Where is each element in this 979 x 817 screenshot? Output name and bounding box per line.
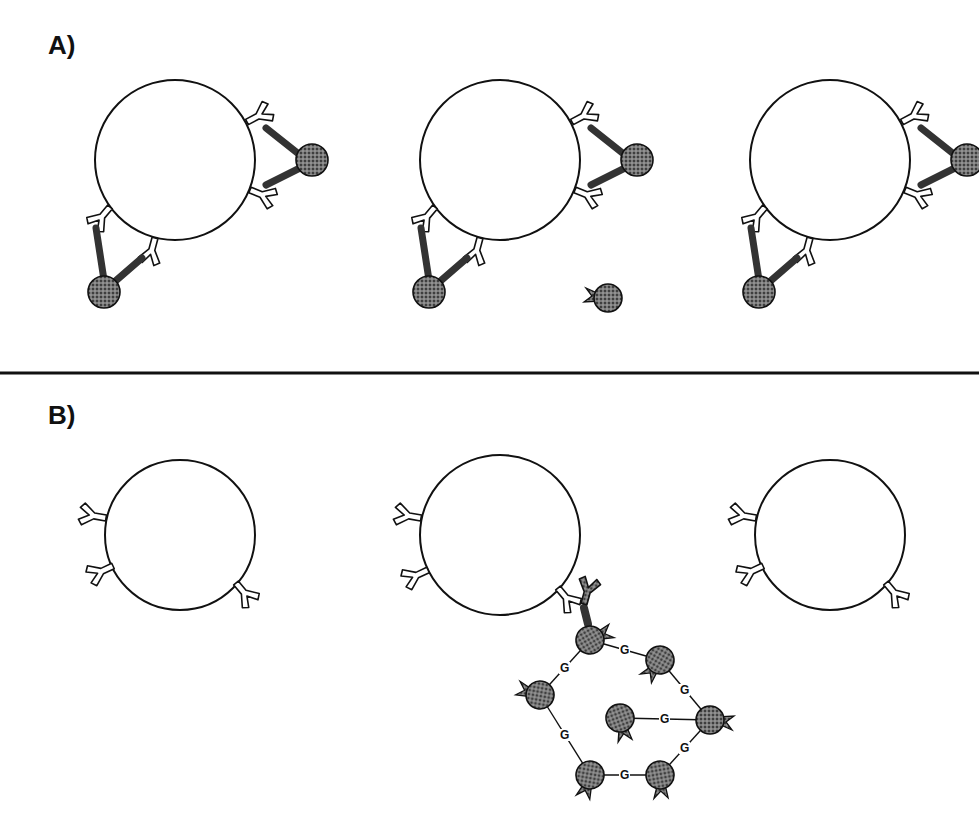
linkage-label: G [619,769,630,781]
linkage-label: G [559,729,570,741]
cell-group [84,80,979,312]
cell-group [78,455,912,801]
linkage-label: G [559,662,570,674]
linkage-label: G [679,684,690,696]
linkage-label: G [679,742,690,754]
linkage-label: G [619,644,630,656]
linkage-label: G [659,713,670,725]
panel-label: A) [48,32,75,58]
panel-label: B) [48,402,75,428]
divider-line [0,372,979,375]
